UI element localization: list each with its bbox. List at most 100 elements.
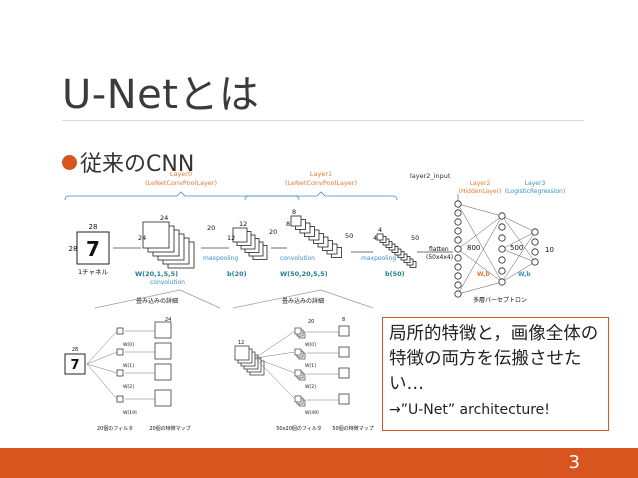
conv1-weight-label: W(20,1,5,5) xyxy=(135,270,178,278)
input-height-label: 28 xyxy=(69,245,78,253)
layer3-weight-label: W,b xyxy=(518,271,531,278)
filter-link xyxy=(86,351,118,365)
neuron xyxy=(531,238,539,246)
filter-box xyxy=(294,348,302,356)
neuron xyxy=(454,200,462,208)
neuron xyxy=(454,209,462,217)
mlp-connection xyxy=(457,203,503,283)
detail-connector-lines xyxy=(94,289,374,309)
input-map xyxy=(234,345,250,361)
pool2-feature-maps xyxy=(376,233,417,268)
mlp-connection xyxy=(501,231,536,250)
filter-box xyxy=(116,348,124,356)
mlp-connection xyxy=(457,215,503,295)
pool1-size-label: 12 xyxy=(239,220,247,228)
neuron xyxy=(498,212,506,220)
layer0-subtitle: (LeNetConvPoolLayer) xyxy=(145,179,217,187)
title-divider xyxy=(62,120,584,121)
filter-box xyxy=(116,395,124,403)
filter-box xyxy=(116,327,124,335)
pool1-height-label: 12 xyxy=(227,234,235,242)
brace-layer1 xyxy=(244,191,398,201)
conv1-size-label: 24 xyxy=(160,214,168,222)
detail-2-title: 畳み込みの詳細 xyxy=(282,297,324,305)
map-box xyxy=(154,321,172,339)
neuron xyxy=(498,256,506,264)
detail-2-w49: W[49] xyxy=(305,410,319,416)
detail-1-w1: W[1] xyxy=(123,363,134,369)
conv2-size-label: 8 xyxy=(292,208,296,216)
neuron xyxy=(454,227,462,235)
slide-title: U-Netとは xyxy=(62,72,260,118)
conv1-op-label: convolution xyxy=(150,279,185,286)
filter-box xyxy=(294,369,302,377)
conv2-height-label: 8 xyxy=(286,220,290,228)
cnn-architecture-figure: Layer0 (LeNetConvPoolLayer) Layer1 (LeNe… xyxy=(64,170,565,432)
detail-2-diagram: 12 20 8 W[0] W[1] W[2] W[49] 50x20個のフィルタ… xyxy=(234,317,374,432)
pool2-count-label: 50 xyxy=(411,234,419,242)
neuron xyxy=(454,290,462,298)
filter-link xyxy=(254,330,296,359)
bullet-item: 従来のCNN xyxy=(62,146,194,178)
layer1-subtitle: (LeNetConvPoolLayer) xyxy=(285,179,357,187)
feature-map xyxy=(376,233,384,241)
detail-2-w1: W[1] xyxy=(305,363,316,369)
bullet-text: 従来のCNN xyxy=(80,152,195,177)
conv2-op-label: convolution xyxy=(280,255,315,262)
svg-text:7: 7 xyxy=(70,358,79,373)
detail-1-w19: W[19] xyxy=(123,410,137,416)
detail-2-filter-caption: 50x20個のフィルタ xyxy=(276,425,322,432)
feature-map xyxy=(232,227,248,243)
detail-2-map-caption: 50個の特徴マップ xyxy=(332,425,373,432)
map-box xyxy=(338,346,350,358)
detail-1-filter-caption: 20個のフィルタ xyxy=(97,425,133,432)
neuron xyxy=(454,263,462,271)
flatten-shape-label: (50x4x4) xyxy=(426,254,453,261)
footer-bar: 3 xyxy=(0,448,638,478)
brace-layer0 xyxy=(64,191,300,201)
feature-map xyxy=(290,215,302,227)
neuron xyxy=(498,223,506,231)
detail-2-input-size: 12 xyxy=(238,340,244,346)
layer2-input-label: layer2_input xyxy=(410,172,451,180)
conv2-weight-label: W(50,20,5,5) xyxy=(280,270,328,278)
filter-link xyxy=(86,330,118,365)
mlp-connection xyxy=(501,261,536,283)
digit-seven: 7 xyxy=(86,237,100,261)
filter-link xyxy=(254,357,296,374)
mlp-caption: 多層パーセプトロン xyxy=(473,296,527,304)
neuron xyxy=(454,218,462,226)
map-box xyxy=(154,389,172,407)
layer2-subtitle: (HiddenLayer) xyxy=(459,188,502,195)
conv1-feature-maps xyxy=(142,221,195,269)
neuron xyxy=(454,245,462,253)
layer1-title: Layer1 xyxy=(310,170,332,178)
output-count: 10 xyxy=(545,246,554,254)
detail-2-w0: W[0] xyxy=(305,342,316,348)
detail-2-filter-size: 20 xyxy=(308,319,314,325)
neuron xyxy=(498,267,506,275)
pool2-bias-label: b(50) xyxy=(385,270,405,278)
pool1-feature-maps xyxy=(232,227,268,260)
neuron xyxy=(454,236,462,244)
mlp-connection xyxy=(457,215,503,250)
detail-1-map-caption: 20個の特徴マップ xyxy=(149,425,190,432)
detail-2-map-size: 8 xyxy=(342,317,345,323)
conv1-height-label: 24 xyxy=(138,234,146,242)
mlp-connection xyxy=(457,281,503,295)
neuron xyxy=(498,278,506,286)
mlp-connection xyxy=(501,248,536,263)
detail-1-title: 畳み込みの詳細 xyxy=(136,297,178,305)
map-box xyxy=(154,363,172,381)
map-box xyxy=(338,325,350,337)
input-channel-label: 1チャネル xyxy=(78,268,109,276)
mlp-connection xyxy=(501,215,536,263)
layer2-weight-label: W,b xyxy=(477,271,490,278)
layer2-title: Layer2 xyxy=(470,180,491,187)
map-box xyxy=(338,393,350,405)
detail-2-w2: W[2] xyxy=(305,384,316,390)
neuron xyxy=(498,234,506,242)
neuron xyxy=(531,258,539,266)
detail-1-map-size: 24 xyxy=(165,317,171,323)
input-image: 7 28 28 1チャネル xyxy=(69,223,110,276)
